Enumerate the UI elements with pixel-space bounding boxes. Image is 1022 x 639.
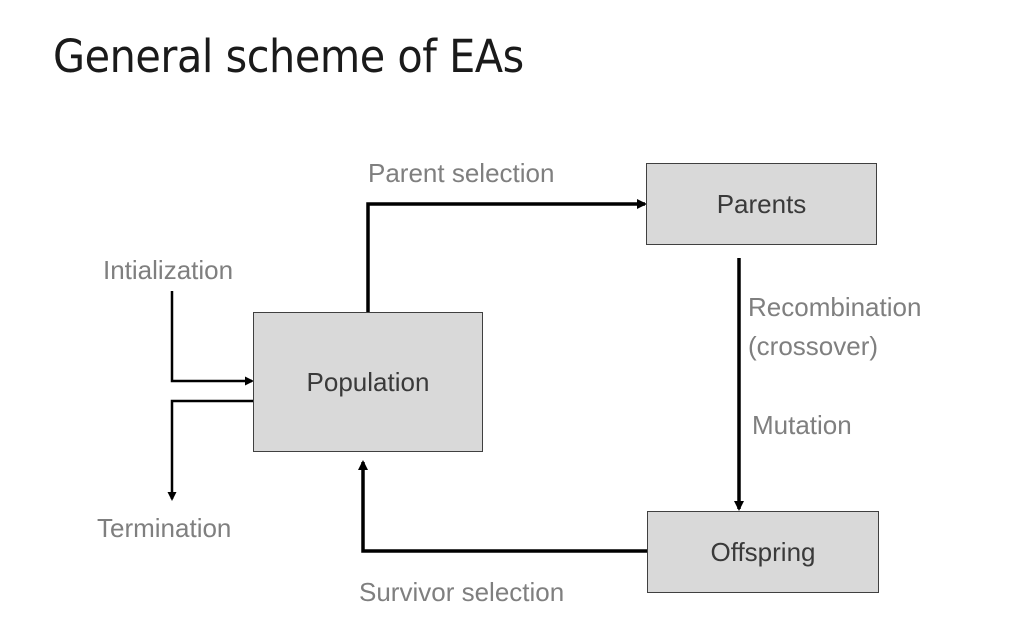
population-node: Population xyxy=(253,312,483,452)
crossover-label: (crossover) xyxy=(748,331,879,361)
survivor-selection-arrow xyxy=(358,460,647,553)
termination-arrow xyxy=(167,399,253,501)
recombination-label: Recombination xyxy=(748,292,922,322)
termination-label: Termination xyxy=(97,513,232,543)
offspring-node: Offspring xyxy=(647,511,879,593)
initialization-label: Intialization xyxy=(103,255,234,285)
initialization-arrow xyxy=(170,291,254,386)
parents-node: Parents xyxy=(646,163,877,245)
parent-selection-label: Parent selection xyxy=(368,158,555,188)
survivor-selection-label: Survivor selection xyxy=(359,577,565,607)
slide-title: General scheme of EAs xyxy=(53,30,524,83)
parent-selection-arrow xyxy=(366,199,647,312)
mutation-label: Mutation xyxy=(752,410,852,440)
